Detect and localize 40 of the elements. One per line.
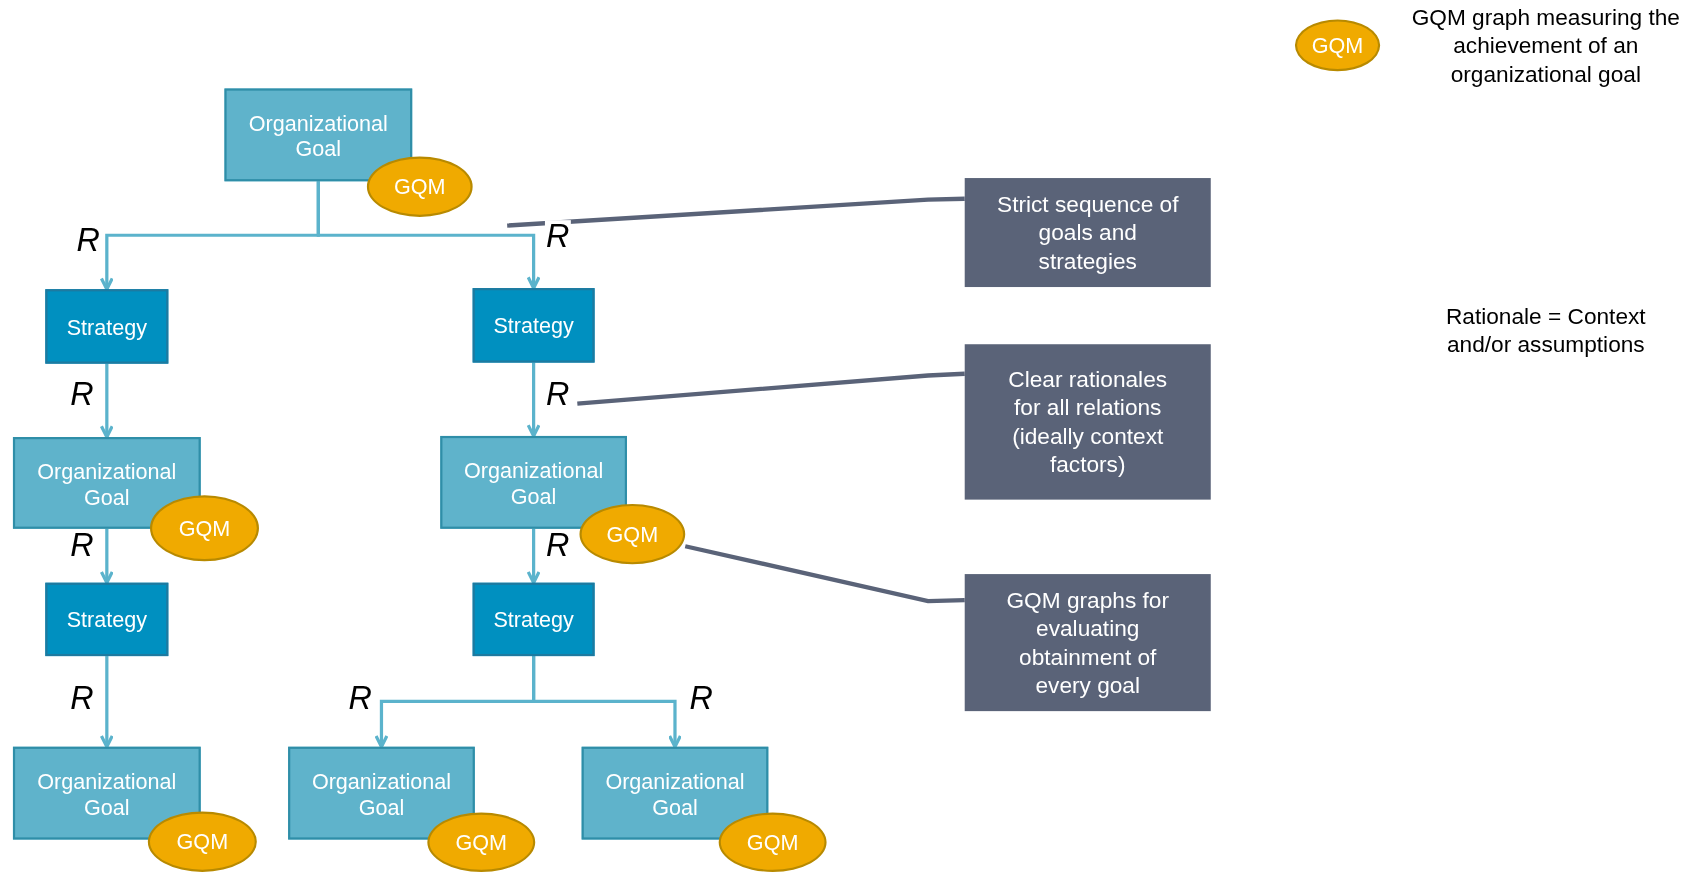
arrow <box>532 656 682 749</box>
gqm-text: GQM <box>746 829 799 856</box>
goal-text: Organizational Goal <box>463 457 605 510</box>
leader-line <box>507 196 965 228</box>
leader-line <box>577 371 965 406</box>
note-text: GQM graphs for evaluating obtainment of every goal <box>1005 586 1170 700</box>
leader-line <box>684 544 965 604</box>
strategy-text: Strategy <box>493 606 574 633</box>
goal-text: Organizational Goal <box>36 768 178 821</box>
gqm-text: GQM <box>176 828 229 855</box>
note-text: Clear rationales for all relations (ideally context factors) <box>1007 365 1169 479</box>
note-text: Rationale = Context and/or assumptions <box>1444 302 1647 359</box>
note-text: Strict sequence of goals and strategies <box>996 190 1180 276</box>
arrow <box>99 363 114 439</box>
arrow <box>99 528 114 585</box>
goal-text: Organizational Goal <box>36 458 178 511</box>
strategy-box <box>45 582 169 657</box>
arrow <box>99 656 114 749</box>
arrow <box>526 528 541 585</box>
strategy-text: Strategy <box>493 312 574 339</box>
goal-box <box>440 435 627 529</box>
goal-text: Organizational Goal <box>310 768 453 821</box>
strategy-box <box>45 289 169 364</box>
arrow <box>526 362 541 438</box>
strategy-box <box>472 288 595 363</box>
goal-text: Organizational Goal <box>247 110 389 162</box>
note-box <box>964 344 1211 500</box>
strategy-text: Strategy <box>66 313 147 340</box>
goal-text: Organizational Goal <box>604 768 746 821</box>
gqm-text: GQM <box>1311 32 1364 59</box>
note-box <box>964 178 1211 288</box>
gqm-text: GQM <box>455 829 508 856</box>
gqm-text: GQM <box>394 173 446 200</box>
note-box <box>964 574 1211 712</box>
strategy-text: Strategy <box>66 606 147 633</box>
legend-text: GQM graph measuring the achievement of an organizational goal <box>1410 3 1681 89</box>
gqm-text: GQM <box>606 521 659 548</box>
gqm-text: GQM <box>178 515 231 542</box>
arrow <box>316 181 541 290</box>
strategy-box <box>472 582 595 657</box>
